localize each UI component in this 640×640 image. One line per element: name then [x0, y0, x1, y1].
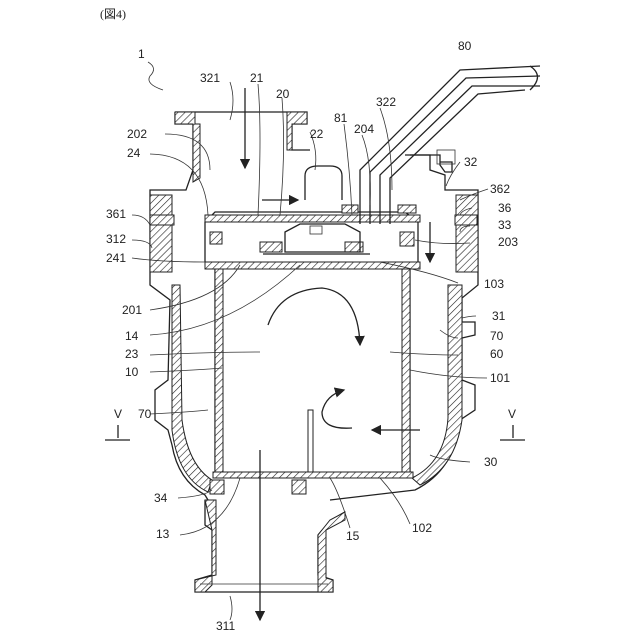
label-80: 80 — [458, 39, 472, 53]
label-322: 322 — [376, 95, 396, 109]
label-70-right: 70 — [490, 329, 504, 343]
label-241: 241 — [106, 251, 126, 265]
label-321: 321 — [200, 71, 220, 85]
label-30: 30 — [484, 455, 498, 469]
label-70-left: 70 — [138, 407, 152, 421]
label-202: 202 — [127, 127, 147, 141]
label-31: 31 — [492, 309, 506, 323]
label-14: 14 — [125, 329, 139, 343]
label-36: 36 — [498, 201, 512, 215]
label-361: 361 — [106, 207, 126, 221]
label-22: 22 — [310, 127, 324, 141]
label-10: 10 — [125, 365, 139, 379]
outer-housing — [150, 112, 478, 500]
label-362: 362 — [490, 182, 510, 196]
label-60: 60 — [490, 347, 504, 361]
leader-lines — [132, 62, 488, 620]
label-81: 81 — [334, 111, 348, 125]
label-V-right: V — [508, 407, 516, 421]
label-312: 312 — [106, 232, 126, 246]
label-32: 32 — [464, 155, 478, 169]
label-204: 204 — [354, 122, 374, 136]
label-1: 1 — [138, 47, 145, 61]
label-20: 20 — [276, 87, 290, 101]
label-23: 23 — [125, 347, 139, 361]
inner-cylinder — [210, 268, 413, 494]
label-33: 33 — [498, 218, 512, 232]
cable-tubes — [360, 66, 540, 224]
label-311: 311 — [216, 619, 235, 633]
label-201: 201 — [122, 303, 142, 317]
label-34: 34 — [154, 491, 168, 505]
figure-caption: (図4) — [100, 7, 126, 21]
label-102: 102 — [412, 521, 432, 535]
label-101: 101 — [490, 371, 510, 385]
label-203: 203 — [498, 235, 518, 249]
label-15: 15 — [346, 529, 360, 543]
label-13: 13 — [156, 527, 170, 541]
lid-assembly — [150, 166, 477, 269]
label-21: 21 — [250, 71, 264, 85]
bottom-outlet-pipe — [195, 500, 345, 592]
label-24: 24 — [127, 146, 141, 160]
label-V-left: V — [114, 407, 122, 421]
label-103: 103 — [484, 277, 504, 291]
